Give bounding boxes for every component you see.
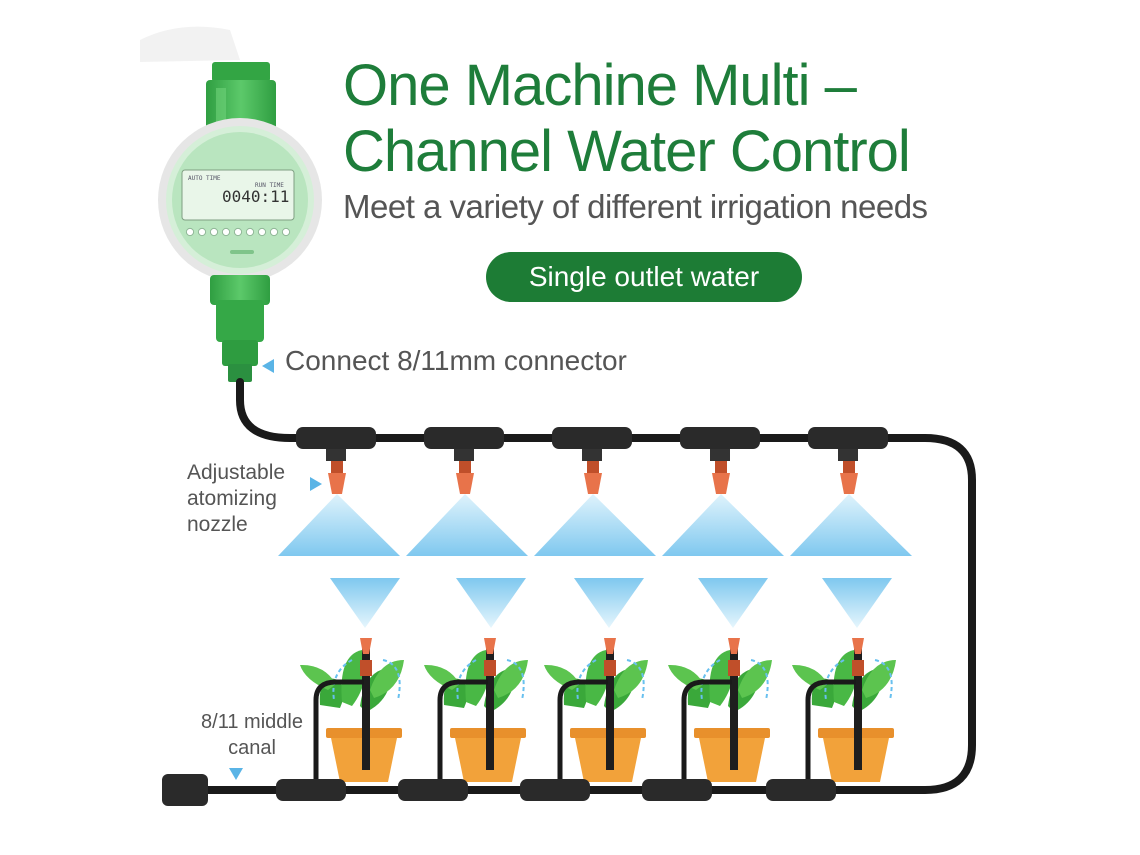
- svg-text:AUTO TIME: AUTO TIME: [188, 175, 221, 182]
- triangle-left-icon: [262, 359, 274, 373]
- single-outlet-badge: Single outlet water: [486, 252, 802, 302]
- nozzle-callout: Adjustable atomizing nozzle: [187, 461, 286, 536]
- atomizing-nozzle: [278, 461, 400, 556]
- svg-text:0040:11: 0040:11: [222, 187, 289, 206]
- water-timer: AUTO TIME RUN TIME 0040:11: [158, 62, 322, 382]
- canal-callout: 8/11 middle canal: [201, 711, 303, 759]
- potted-plant: [300, 638, 404, 790]
- connector-callout: Connect 8/11mm connector: [285, 345, 627, 376]
- triangle-down-icon: [229, 768, 243, 780]
- headline-line-2: Channel Water Control: [343, 119, 911, 184]
- svg-text:RUN TIME: RUN TIME: [255, 182, 284, 189]
- end-cap: [162, 774, 208, 806]
- triangle-right-icon: [310, 477, 322, 491]
- headline-subtitle: Meet a variety of different irrigation n…: [343, 188, 928, 225]
- headline-line-1: One Machine Multi –: [343, 53, 857, 118]
- tee-fitting: [296, 427, 376, 461]
